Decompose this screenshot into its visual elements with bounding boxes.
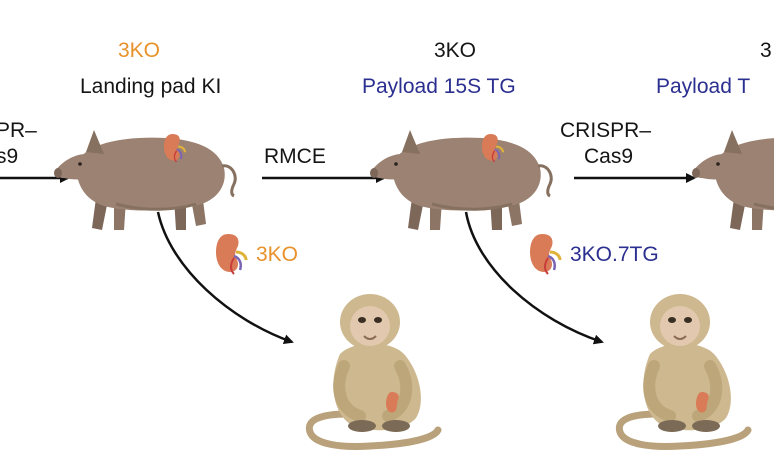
stage-1-modification: Landing pad KI [80, 75, 222, 98]
monkey-icon [619, 294, 748, 446]
arrow-3-label-line1: CRISPR– [560, 119, 652, 142]
arrow-graft-1 [156, 211, 294, 345]
arrow-2-label: RMCE [264, 145, 326, 168]
pig-icon [52, 128, 237, 232]
pig-icon [690, 128, 774, 232]
stage-2-genotype: 3KO [434, 39, 477, 62]
stage-1-genotype: 3KO [118, 39, 161, 62]
arrow-3-label-line2: Cas9 [584, 145, 634, 168]
pig-icon [368, 128, 553, 232]
stage-2-modification: Payload 15S TG [362, 75, 516, 98]
arrow-1-label-line1: PR– [0, 119, 37, 142]
stage-3-modification: Payload T [656, 75, 751, 98]
arrow-1-label-line2: s9 [0, 145, 19, 168]
stage-3-genotype: 3 [760, 39, 772, 62]
kidney-icon [214, 232, 248, 276]
monkey-icon [309, 294, 438, 446]
arrow-graft-2 [464, 211, 604, 345]
kidney-icon [528, 232, 562, 276]
graft-2-label: 3KO.7TG [570, 243, 659, 266]
graft-1-label: 3KO [256, 243, 299, 266]
